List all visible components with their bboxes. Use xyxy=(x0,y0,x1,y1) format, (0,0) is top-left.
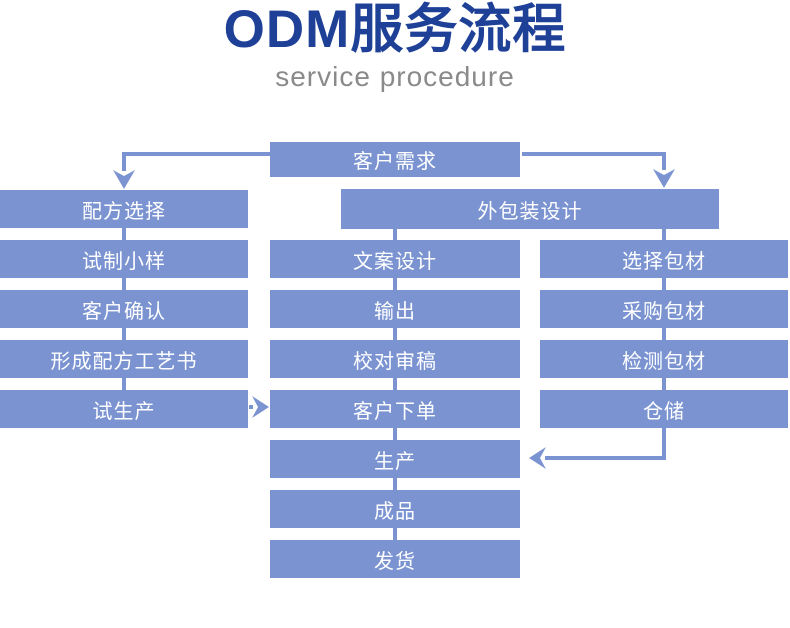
flow-box-copy-design: 文案设计 xyxy=(270,240,520,278)
arrowhead-right-icon xyxy=(252,396,269,418)
flow-box-purchase-packaging: 采购包材 xyxy=(540,290,788,328)
flow-box-shipment: 发货 xyxy=(270,540,520,578)
connector-top-to-right xyxy=(522,152,666,170)
flow-box-customer-confirmation: 客户确认 xyxy=(0,290,248,328)
connector-warehouse-to-production xyxy=(545,428,666,460)
flow-box-formula-selection: 配方选择 xyxy=(0,190,248,228)
flow-box-production: 生产 xyxy=(270,440,520,478)
arrowhead-down-left-icon xyxy=(113,170,135,189)
flow-box-output: 输出 xyxy=(270,290,520,328)
flow-box-test-packaging: 检测包材 xyxy=(540,340,788,378)
flow-box-customer-order: 客户下单 xyxy=(270,390,520,428)
page-subtitle: service procedure xyxy=(275,60,515,92)
arrowhead-down-right-icon xyxy=(653,169,675,188)
flow-box-trial-sample: 试制小样 xyxy=(0,240,248,278)
flow-box-packaging-design: 外包装设计 xyxy=(341,189,719,229)
arrowhead-left-icon xyxy=(529,447,546,469)
flow-box-trial-production: 试生产 xyxy=(0,390,248,428)
connector-top-to-left xyxy=(122,152,270,171)
flow-box-finished-product: 成品 xyxy=(270,490,520,528)
flow-box-proofreading: 校对审稿 xyxy=(270,340,520,378)
page-title: ODM服务流程 xyxy=(223,0,567,59)
flow-box-customer-demand: 客户需求 xyxy=(270,142,520,177)
flow-box-select-packaging: 选择包材 xyxy=(540,240,788,278)
flow-box-formula-process-book: 形成配方工艺书 xyxy=(0,340,248,378)
page-header: ODM服务流程 service procedure xyxy=(0,0,790,93)
flow-box-warehousing: 仓储 xyxy=(540,390,788,428)
